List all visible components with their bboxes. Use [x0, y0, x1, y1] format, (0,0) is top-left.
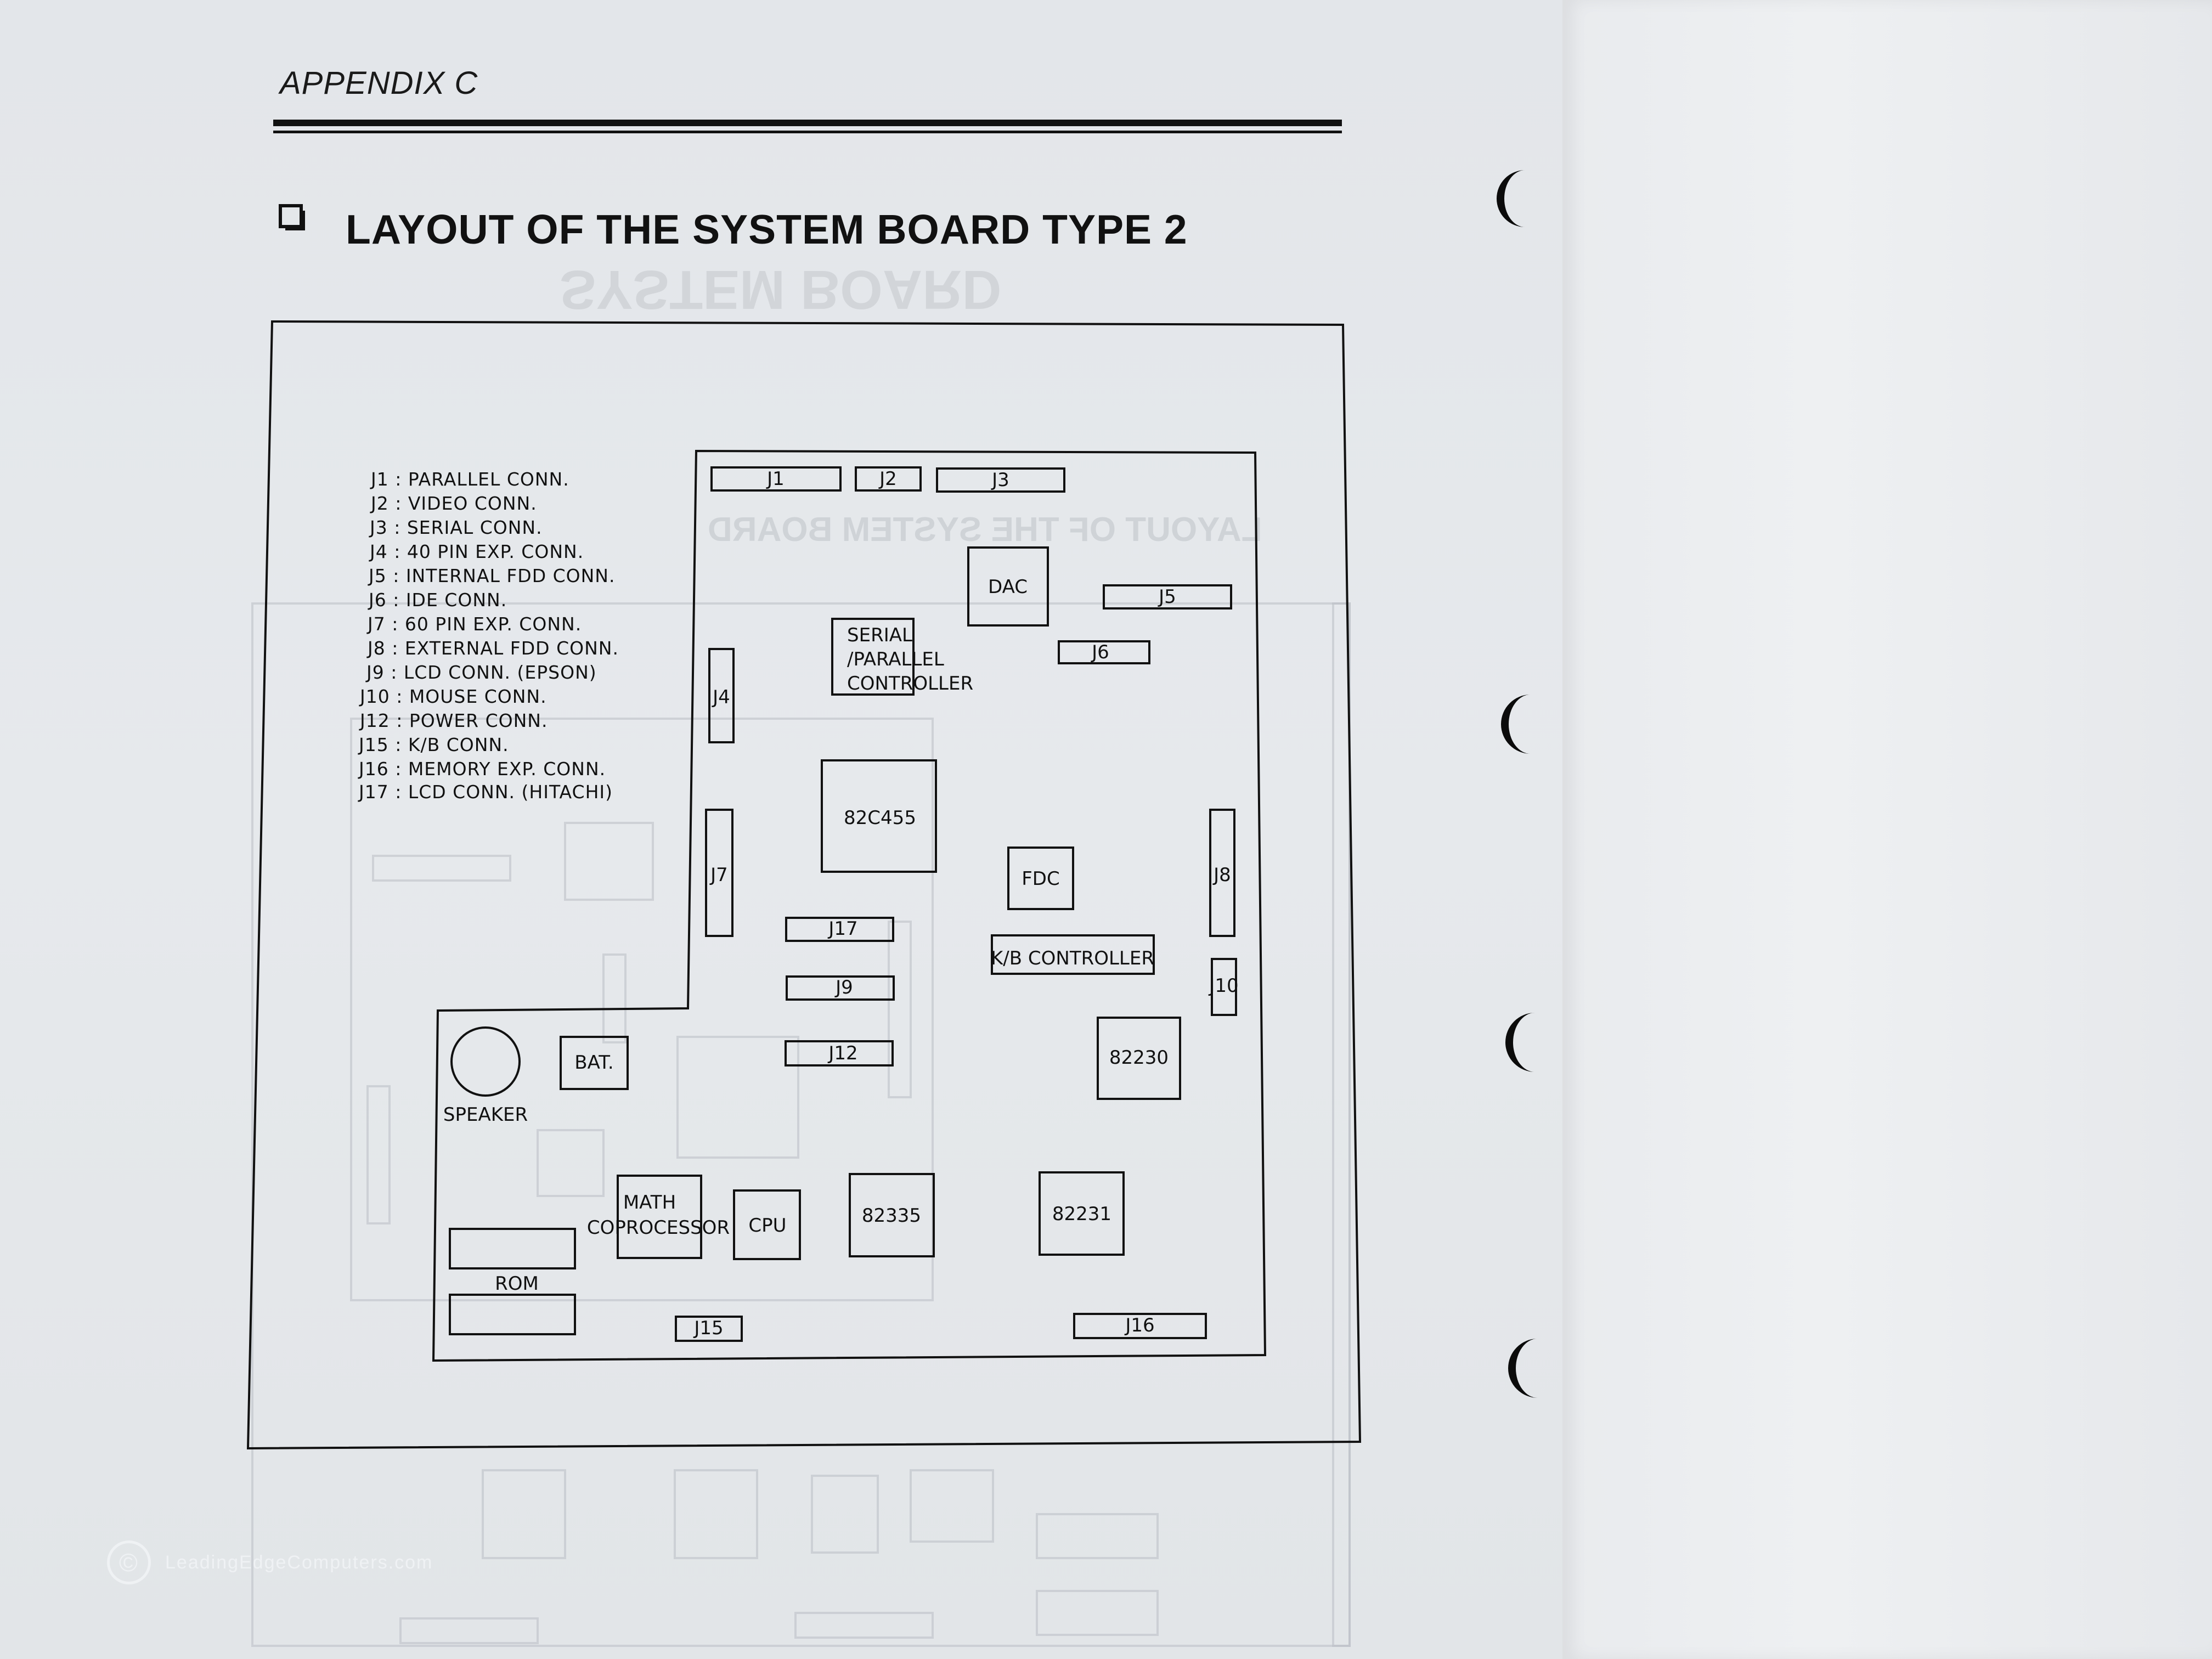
connector-j5: J5 [1103, 584, 1232, 610]
dac-chip: DAC [967, 546, 1049, 627]
j6-label: J6 [1091, 641, 1109, 663]
connector-j6: J6 [1058, 640, 1150, 664]
binder-hole [1497, 170, 1525, 227]
binder-hole [1501, 695, 1531, 754]
serial-controller-line3: CONTROLLER [847, 673, 973, 695]
connector-legend: J1 : PARALLEL CONN. J2 : VIDEO CONN. J3 … [358, 469, 619, 803]
j15-label: J15 [693, 1317, 723, 1339]
j1-label: J1 [766, 468, 785, 490]
chip-82230-label: 82230 [1109, 1047, 1169, 1069]
legend-line: J3 : SERIAL CONN. [369, 517, 543, 538]
fdc-label: FDC [1022, 868, 1059, 890]
legend-line: J10 : MOUSE CONN. [359, 686, 547, 707]
binder-holes [1497, 170, 1538, 1398]
serial-controller-line2: /PARALLEL [847, 648, 944, 670]
fdc-chip: FDC [1007, 847, 1074, 910]
j9-label: J9 [834, 977, 853, 998]
chip-82231-label: 82231 [1052, 1203, 1111, 1225]
header-rule-thick [273, 120, 1342, 126]
cpu-label: CPU [748, 1215, 786, 1237]
speaker-label: SPEAKER [443, 1104, 528, 1126]
kb-controller: K/B CONTROLLER [991, 934, 1155, 975]
appendix-header: APPENDIX C [280, 65, 478, 101]
chip-82335: 82335 [849, 1173, 935, 1257]
kb-controller-label: K/B CONTROLLER [991, 947, 1154, 969]
connector-j16: J16 [1073, 1313, 1207, 1339]
serial-parallel-controller: SERIAL /PARALLEL CONTROLLER [831, 618, 973, 696]
board-outline [432, 449, 1267, 1362]
j5-label: J5 [1158, 586, 1176, 608]
connector-j8: J8 [1209, 809, 1235, 937]
connector-j4: J4 [708, 648, 735, 743]
j12-label: J12 [827, 1042, 857, 1064]
speaker: SPEAKER [443, 1026, 528, 1126]
connector-j1: J1 [710, 466, 842, 492]
legend-line: J5 : INTERNAL FDD CONN. [368, 565, 616, 586]
binder-hole [1505, 1013, 1535, 1072]
math-coprocessor-line1: MATH [623, 1192, 676, 1214]
chip-82231: 82231 [1039, 1171, 1125, 1256]
legend-line: J15 : K/B CONN. [358, 734, 509, 755]
empty-checkbox-icon [279, 204, 305, 230]
legend-line: J1 : PARALLEL CONN. [370, 469, 569, 490]
dac-label: DAC [988, 576, 1028, 598]
j3-label: J3 [991, 469, 1009, 491]
connector-j17: J17 [785, 917, 894, 942]
battery: BAT. [560, 1036, 629, 1090]
serial-controller-line1: SERIAL [847, 624, 912, 646]
j7-label: J7 [709, 864, 728, 886]
connector-j9: J9 [786, 975, 895, 1001]
legend-line: J12 : POWER CONN. [359, 710, 548, 731]
connector-j3: J3 [936, 467, 1065, 493]
j16-label: J16 [1124, 1314, 1154, 1336]
legend-line: J9 : LCD CONN. (EPSON) [365, 662, 597, 683]
chip-82c455-label: 82C455 [844, 807, 916, 829]
header-rule-thin [273, 131, 1342, 133]
j4-label: J4 [712, 686, 730, 708]
cpu-chip: CPU [733, 1189, 801, 1260]
connector-j15: J15 [675, 1316, 743, 1342]
chip-82230: 82230 [1097, 1017, 1181, 1100]
section-title: LAYOUT OF THE SYSTEM BOARD TYPE 2 [346, 206, 1188, 252]
j17-label: J17 [827, 918, 857, 940]
legend-line: J4 : 40 PIN EXP. CONN. [369, 541, 584, 562]
watermark: © LeadingEdgeComputers.com [107, 1541, 433, 1584]
legend-line: J6 : IDE CONN. [368, 589, 507, 611]
j2-label: J2 [878, 468, 897, 490]
rom-label: ROM [495, 1273, 539, 1295]
connector-j7: J7 [705, 809, 733, 937]
connector-j10: J10 [1208, 958, 1239, 1016]
legend-line: J16 : MEMORY EXP. CONN. [358, 758, 606, 780]
connector-j12: J12 [785, 1040, 894, 1066]
chip-82335-label: 82335 [862, 1205, 921, 1227]
j8-label: J8 [1212, 864, 1231, 886]
chip-82c455: 82C455 [821, 759, 937, 873]
legend-line: J7 : 60 PIN EXP. CONN. [366, 613, 582, 635]
legend-line: J8 : EXTERNAL FDD CONN. [366, 637, 619, 659]
battery-label: BAT. [574, 1052, 614, 1074]
legend-line: J2 : VIDEO CONN. [370, 493, 537, 514]
math-coprocessor: MATH COPROCESSOR [587, 1175, 730, 1259]
watermark-text: LeadingEdgeComputers.com [165, 1551, 433, 1573]
legend-line: J17 : LCD CONN. (HITACHI) [358, 781, 613, 803]
j10-label: J10 [1208, 975, 1238, 997]
right-page [1562, 0, 2212, 1659]
diagram-frame [246, 320, 1362, 1450]
rom-sockets: ROM [449, 1228, 576, 1335]
math-coprocessor-line2: COPROCESSOR [587, 1217, 730, 1239]
copyright-icon: © [107, 1541, 151, 1584]
bleed-through-diagram [251, 602, 1351, 1647]
binder-hole [1508, 1339, 1538, 1398]
connector-j2: J2 [855, 466, 922, 492]
